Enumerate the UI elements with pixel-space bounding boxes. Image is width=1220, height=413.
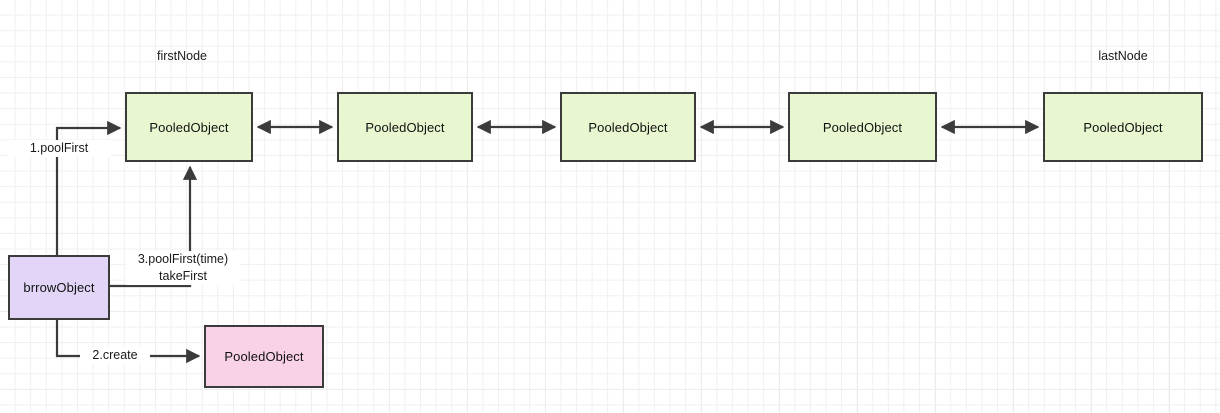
node-pooled-object-3[interactable]: PooledObject: [560, 92, 696, 162]
node-label: brrowObject: [23, 280, 95, 295]
edge-label-pool-first: 1.poolFirst: [7, 140, 111, 157]
node-label: PooledObject: [822, 119, 903, 135]
node-label: PooledObject: [1083, 119, 1163, 135]
node-pooled-object-1[interactable]: PooledObject: [125, 92, 253, 162]
node-pooled-object-2[interactable]: PooledObject: [337, 92, 473, 162]
caption-first-node: firstNode: [156, 49, 208, 63]
node-label: PooledObject: [224, 349, 304, 364]
edge-label-take-first: 3.poolFirst(time) takeFirst: [126, 251, 240, 285]
node-pooled-object-new[interactable]: PooledObject: [204, 325, 324, 388]
node-label: PooledObject: [365, 119, 445, 135]
node-pooled-object-5[interactable]: PooledObject: [1043, 92, 1203, 162]
node-label: PooledObject: [588, 119, 668, 135]
edge-label-create: 2.create: [80, 347, 150, 364]
node-pooled-object-4[interactable]: PooledObject: [788, 92, 937, 162]
node-brrow-object[interactable]: brrowObject: [8, 255, 110, 320]
node-label: PooledObject: [149, 119, 229, 135]
caption-last-node: lastNode: [1098, 49, 1148, 63]
